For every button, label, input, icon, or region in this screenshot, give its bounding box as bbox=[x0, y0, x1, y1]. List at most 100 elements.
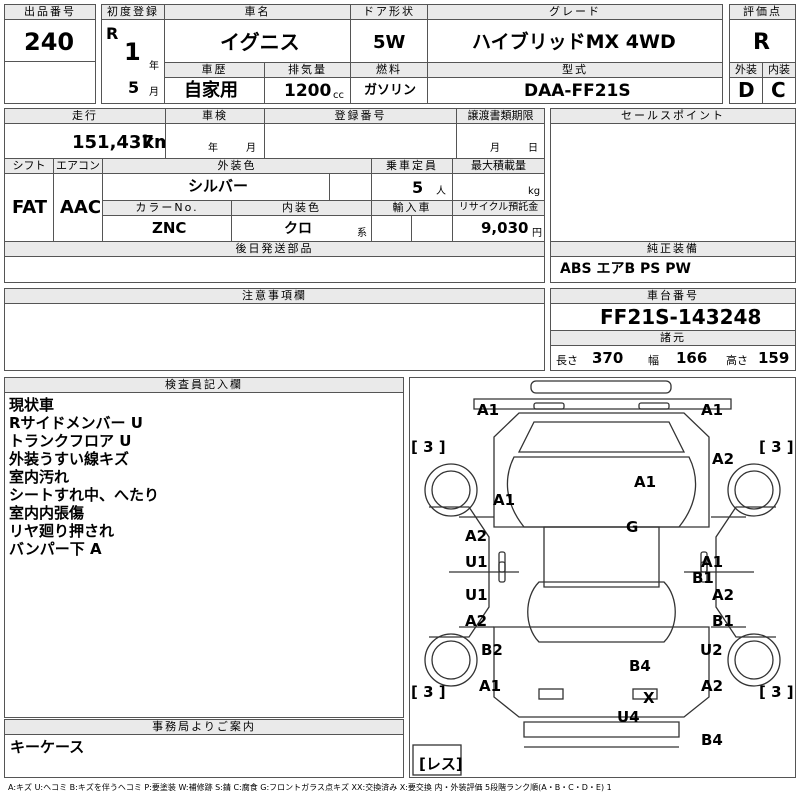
car-name-header: 車名 bbox=[164, 4, 351, 20]
door: 5W bbox=[373, 32, 406, 53]
fuel-header: 燃料 bbox=[350, 62, 428, 78]
mileage-cell bbox=[4, 123, 166, 159]
rear-parts-cell bbox=[4, 256, 545, 283]
tire-mark-fl: [ 3 ] bbox=[411, 438, 446, 456]
damage-mark: A1 bbox=[493, 491, 515, 509]
month-unit: 月 bbox=[149, 87, 159, 98]
year-unit: 年 bbox=[149, 61, 159, 72]
reg-no-header: 登録番号 bbox=[264, 108, 457, 124]
shift: FAT bbox=[12, 197, 48, 218]
damage-mark: U2 bbox=[700, 641, 723, 659]
import-cell bbox=[371, 215, 453, 242]
equipment-cell bbox=[550, 256, 796, 283]
mileage: 151,437 bbox=[72, 132, 154, 153]
damage-mark: B4 bbox=[701, 731, 723, 749]
fuel: ガソリン bbox=[364, 83, 417, 98]
capacity: 5 bbox=[412, 178, 424, 197]
damage-mark: A2 bbox=[712, 450, 734, 468]
width-label: 幅 bbox=[648, 354, 659, 367]
load-cell bbox=[452, 173, 545, 201]
office-header: 事務局よりご案内 bbox=[4, 719, 404, 735]
spare-mark: [レス] bbox=[419, 755, 463, 773]
office-text: キーケース bbox=[10, 738, 85, 756]
door-header: ドア形状 bbox=[350, 4, 428, 20]
damage-mark: A2 bbox=[712, 586, 734, 604]
inspector-note-line: トランクフロア U bbox=[9, 432, 132, 450]
transfer-header: 譲渡書類期限 bbox=[456, 108, 545, 124]
chassis-header: 車台番号 bbox=[550, 288, 796, 304]
model-cell bbox=[427, 77, 723, 104]
damage-mark: A1 bbox=[634, 473, 656, 491]
lot-no-empty bbox=[4, 61, 96, 104]
fuel-cell bbox=[350, 77, 428, 104]
damage-mark: B2 bbox=[481, 641, 503, 659]
equipment-header: 純正装備 bbox=[550, 241, 796, 257]
inspector-note-line: リヤ廻り押され bbox=[9, 522, 115, 540]
capacity-unit: 人 bbox=[436, 186, 446, 197]
office-cell bbox=[4, 734, 404, 778]
inspector-note-line: バンパー下 A bbox=[9, 540, 102, 558]
exterior-cell bbox=[729, 77, 763, 104]
insp-month-unit: 月 bbox=[246, 143, 256, 154]
shift-header: シフト bbox=[4, 158, 54, 174]
damage-mark: G bbox=[626, 518, 638, 536]
reg-year: 1 bbox=[124, 38, 141, 66]
inspector-note-line: 外装うすい線キズ bbox=[9, 450, 130, 468]
score-cell bbox=[729, 19, 796, 63]
specs-cell bbox=[550, 345, 796, 371]
int-color-cell bbox=[231, 215, 372, 242]
interior-cell bbox=[762, 77, 796, 104]
mileage-header: 走行 bbox=[4, 108, 166, 124]
damage-mark: U4 bbox=[617, 708, 640, 726]
color-header: 外装色 bbox=[102, 158, 372, 174]
damage-mark: A1 bbox=[479, 677, 501, 695]
damage-mark: A1 bbox=[477, 401, 499, 419]
tire-mark-rr: [ 3 ] bbox=[759, 683, 794, 701]
sales-header: セールスポイント bbox=[550, 108, 796, 124]
color-no-header: カラーNo. bbox=[102, 200, 232, 216]
damage-legend: A:キズ U:ヘコミ B:キズを伴うヘコミ P:要塗装 W:補修跡 S:錆 C:… bbox=[8, 783, 612, 792]
int-color-header: 内装色 bbox=[231, 200, 372, 216]
reg-no-cell bbox=[264, 123, 457, 159]
sales-cell bbox=[550, 123, 796, 242]
load-header: 最大積載量 bbox=[452, 158, 545, 174]
inspector-cell bbox=[4, 392, 404, 718]
caution-cell bbox=[4, 303, 545, 371]
height-label: 高さ bbox=[726, 354, 748, 367]
displacement-header: 排気量 bbox=[264, 62, 351, 78]
history: 自家用 bbox=[184, 80, 238, 101]
rear-parts-header: 後日発送部品 bbox=[4, 241, 545, 257]
reg-month: 5 bbox=[128, 78, 140, 97]
damage-mark: A2 bbox=[465, 527, 487, 545]
era: R bbox=[106, 24, 119, 43]
chassis-no: FF21S-143248 bbox=[600, 305, 762, 329]
model: DAA-FF21S bbox=[524, 81, 631, 101]
caution-header: 注意事項欄 bbox=[4, 288, 545, 304]
damage-mark: B4 bbox=[629, 657, 651, 675]
height: 159 bbox=[758, 349, 790, 367]
door-cell bbox=[350, 19, 428, 63]
displacement-unit: cc bbox=[333, 90, 344, 101]
interior: C bbox=[771, 78, 786, 102]
int-color: クロ bbox=[284, 221, 312, 237]
lot-no-cell bbox=[4, 19, 96, 62]
damage-mark: A2 bbox=[465, 612, 487, 630]
damage-mark: U1 bbox=[465, 553, 488, 571]
score: R bbox=[753, 30, 770, 55]
import-divider bbox=[411, 215, 412, 242]
transfer-cell bbox=[456, 123, 545, 159]
int-color-unit: 系 bbox=[357, 228, 367, 239]
car-name-cell bbox=[164, 19, 351, 63]
lot-no: 240 bbox=[24, 28, 75, 56]
transfer-month-unit: 月 bbox=[490, 143, 500, 154]
score-header: 評価点 bbox=[729, 4, 796, 20]
length-label: 長さ bbox=[556, 354, 578, 367]
tire-mark-rl: [ 3 ] bbox=[411, 683, 446, 701]
length: 370 bbox=[592, 349, 624, 367]
inspector-note-line: 室内汚れ bbox=[9, 468, 70, 486]
damage-mark: U1 bbox=[465, 586, 488, 604]
interior-header: 内装 bbox=[762, 62, 796, 78]
recycle: 9,030 bbox=[481, 219, 529, 237]
color-no: ZNC bbox=[152, 219, 187, 237]
